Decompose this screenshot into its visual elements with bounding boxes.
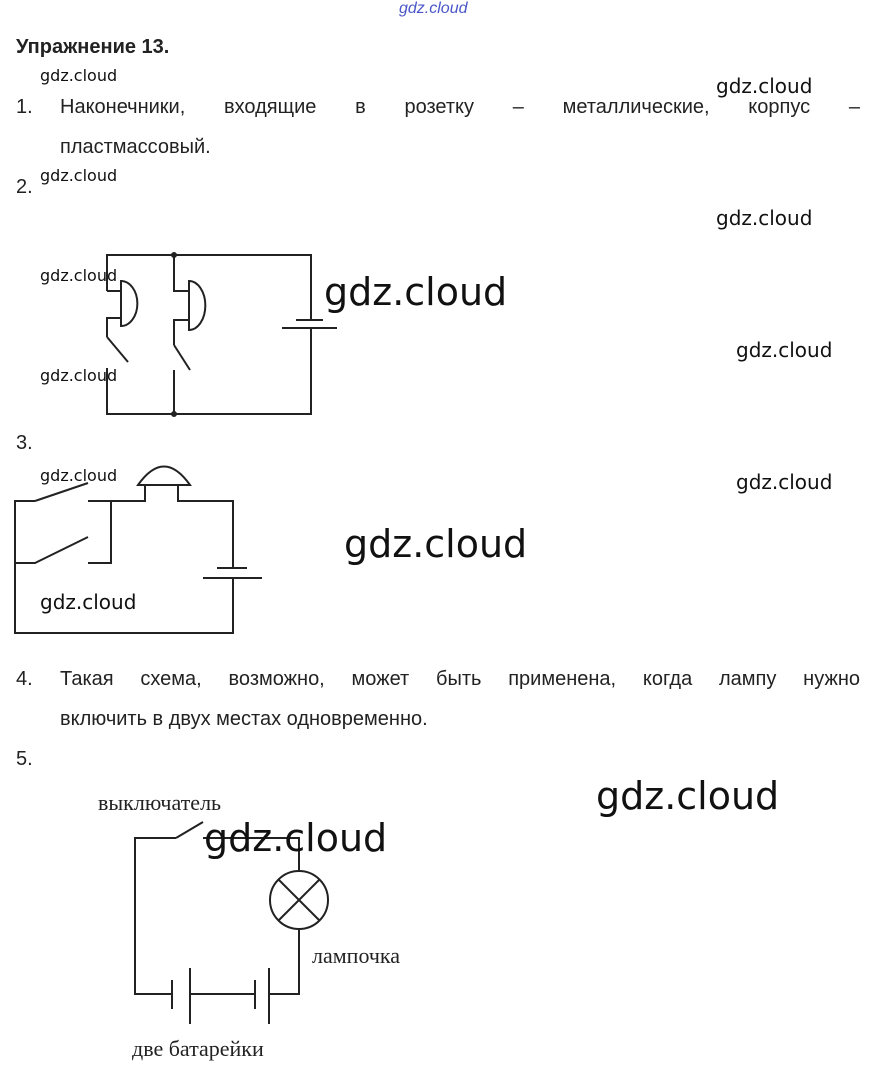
item-1-line-2: пластмассовый. xyxy=(60,136,211,158)
watermark: gdz.cloud xyxy=(736,338,833,362)
diagram-5-lamp-circuit xyxy=(134,821,329,1024)
watermark: gdz.cloud xyxy=(344,522,528,566)
switch-label: выключатель xyxy=(98,790,222,815)
watermark: gdz.cloud xyxy=(596,774,780,818)
item-5-number: 5. xyxy=(16,748,33,770)
switch-1 xyxy=(106,336,129,363)
watermark: gdz.cloud xyxy=(324,270,508,314)
item-4-number: 4. xyxy=(16,668,33,690)
diagram-3-two-switches-bell xyxy=(14,465,262,634)
item-2-number: 2. xyxy=(16,176,33,198)
switch-2 xyxy=(173,344,191,371)
item-4-line-2: включить в двух местах одновременно. xyxy=(60,708,428,730)
watermark: gdz.cloud xyxy=(40,266,118,285)
watermark: gdz.cloud xyxy=(716,206,813,230)
watermark: gdz.cloud xyxy=(40,590,137,614)
watermark: gdz.cloud xyxy=(40,366,118,385)
item-3-number: 3. xyxy=(16,432,33,454)
diagram-2-parallel-bells xyxy=(106,252,337,417)
watermark-top: gdz.cloud xyxy=(399,0,468,17)
watermark: gdz.cloud xyxy=(40,466,118,485)
watermark: gdz.cloud xyxy=(716,74,813,98)
exercise-heading: Упражнение 13. xyxy=(16,36,170,58)
watermark: gdz.cloud xyxy=(204,816,388,860)
item-4-line-1: Такая схема, возможно, может быть примен… xyxy=(60,668,860,690)
batteries-label: две батарейки xyxy=(132,1036,264,1061)
item-1-line-1: Наконечники, входящие в розетку – металл… xyxy=(60,96,860,118)
watermark: gdz.cloud xyxy=(736,470,833,494)
watermark: gdz.cloud xyxy=(40,66,118,85)
lamp-label: лампочка xyxy=(312,943,401,968)
item-1-number: 1. xyxy=(16,96,33,118)
watermark: gdz.cloud xyxy=(40,166,118,185)
